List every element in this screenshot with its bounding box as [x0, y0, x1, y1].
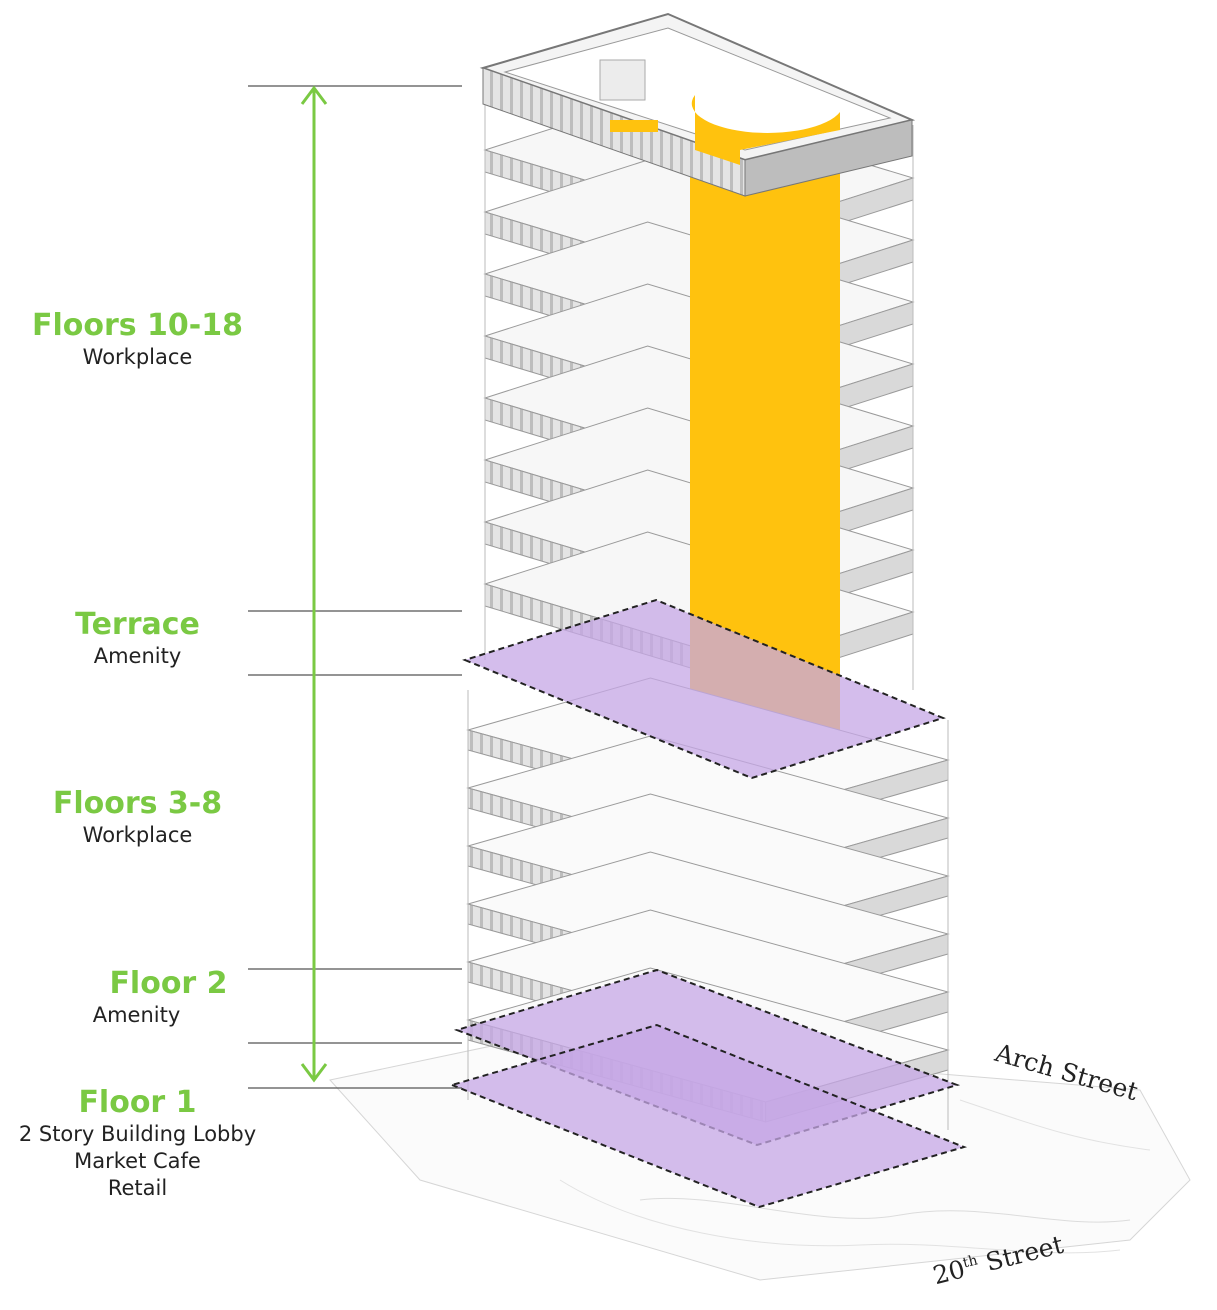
level-subtitle-line: Retail — [107, 1176, 168, 1200]
roof-penthouse — [599, 59, 646, 101]
level-subtitle: Amenity — [92, 1003, 181, 1027]
level-subtitle-line: Market Cafe — [74, 1149, 201, 1173]
level-subtitle-line: 2 Story Building Lobby — [18, 1122, 257, 1146]
level-subtitle: Amenity — [93, 644, 182, 668]
level-label-floor-2: Floor 2 Amenity — [20, 966, 285, 1029]
level-subtitle: Workplace — [82, 823, 193, 847]
leader-lines — [248, 85, 462, 1089]
level-title: Floors 10-18 — [31, 308, 244, 343]
level-title: Floor 2 — [109, 966, 228, 1001]
level-title: Floors 3-8 — [52, 786, 223, 821]
level-label-terrace: Terrace Amenity — [20, 607, 255, 670]
level-title: Terrace — [75, 607, 200, 642]
roof-level — [479, 12, 916, 197]
amenity-levels — [448, 598, 968, 1209]
roof-core-top — [691, 95, 840, 165]
level-label-floors-10-18: Floors 10-18 Workplace — [20, 308, 255, 371]
level-subtitle: Workplace — [82, 345, 193, 369]
roof-parapet-side — [744, 119, 913, 197]
roof-inner — [503, 27, 892, 151]
level-title: Floor 1 — [78, 1085, 197, 1120]
amenity-terrace-plate — [462, 598, 946, 780]
amenity-floor1-plate — [448, 1023, 968, 1209]
level-label-floors-3-8: Floors 3-8 Workplace — [20, 786, 255, 849]
double-arrow-vertical-icon — [300, 85, 328, 1083]
roof-mech-unit — [610, 120, 658, 132]
level-label-floor-1: Floor 1 2 Story Building Lobby Market Ca… — [5, 1085, 270, 1202]
